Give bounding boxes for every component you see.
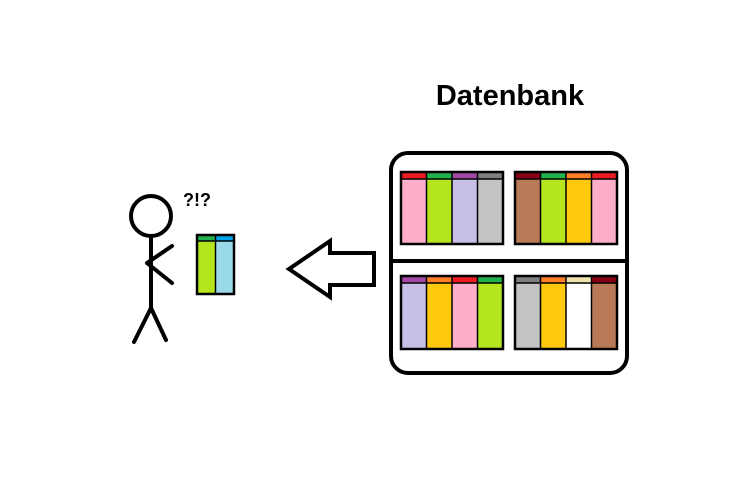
stick-figure-head [129, 194, 173, 238]
table-column [566, 283, 592, 349]
table-column [477, 179, 503, 244]
confusion-label: ?!? [183, 190, 211, 210]
table-column-header [540, 276, 566, 283]
stick-figure-right-leg [149, 306, 168, 342]
left-arrow [285, 237, 376, 301]
table-column-header [452, 172, 478, 179]
table-outline [399, 170, 505, 246]
table-column-header [540, 172, 566, 179]
table-column-header [215, 235, 234, 241]
table-column-header [426, 172, 452, 179]
table-column-header [452, 276, 478, 283]
table-column-header [591, 172, 617, 179]
table-column-header [401, 172, 427, 179]
table-column [426, 283, 452, 349]
table-column-header [515, 172, 541, 179]
database-tables [399, 170, 619, 351]
table-column [515, 179, 541, 244]
table-column-header [591, 276, 617, 283]
stick-figure-left-leg [132, 306, 153, 344]
table-column-header [477, 276, 503, 283]
table-column [215, 241, 234, 294]
table-bottom-left [399, 274, 505, 351]
table-outline [399, 274, 505, 351]
table-column [452, 179, 478, 244]
table-column [477, 283, 503, 349]
table-top-left [399, 170, 505, 246]
table-column-header [197, 235, 216, 241]
table-outline [195, 233, 236, 296]
table-column-header [515, 276, 541, 283]
table-top-right [513, 170, 619, 246]
table-column [515, 283, 541, 349]
table-column-header [426, 276, 452, 283]
table-column [591, 179, 617, 244]
table-column [452, 283, 478, 349]
table-column [401, 179, 427, 244]
table-column [401, 283, 427, 349]
table-column [566, 179, 592, 244]
extracted-table [195, 233, 236, 296]
table-column-header [566, 172, 592, 179]
table-outline [513, 170, 619, 246]
table-column [540, 283, 566, 349]
table-column [197, 241, 216, 294]
table-bottom-right [513, 274, 619, 351]
stick-figure-arms [145, 244, 174, 285]
table-column-header [477, 172, 503, 179]
extracted-table-columns [195, 233, 236, 296]
table-column-header [401, 276, 427, 283]
table-column [591, 283, 617, 349]
table-outline [513, 274, 619, 351]
table-column [540, 179, 566, 244]
database-title: Datenbank [436, 80, 585, 112]
table-column-header [566, 276, 592, 283]
stick-figure [129, 194, 174, 344]
table-column [426, 179, 452, 244]
database-cabinet [389, 151, 629, 375]
